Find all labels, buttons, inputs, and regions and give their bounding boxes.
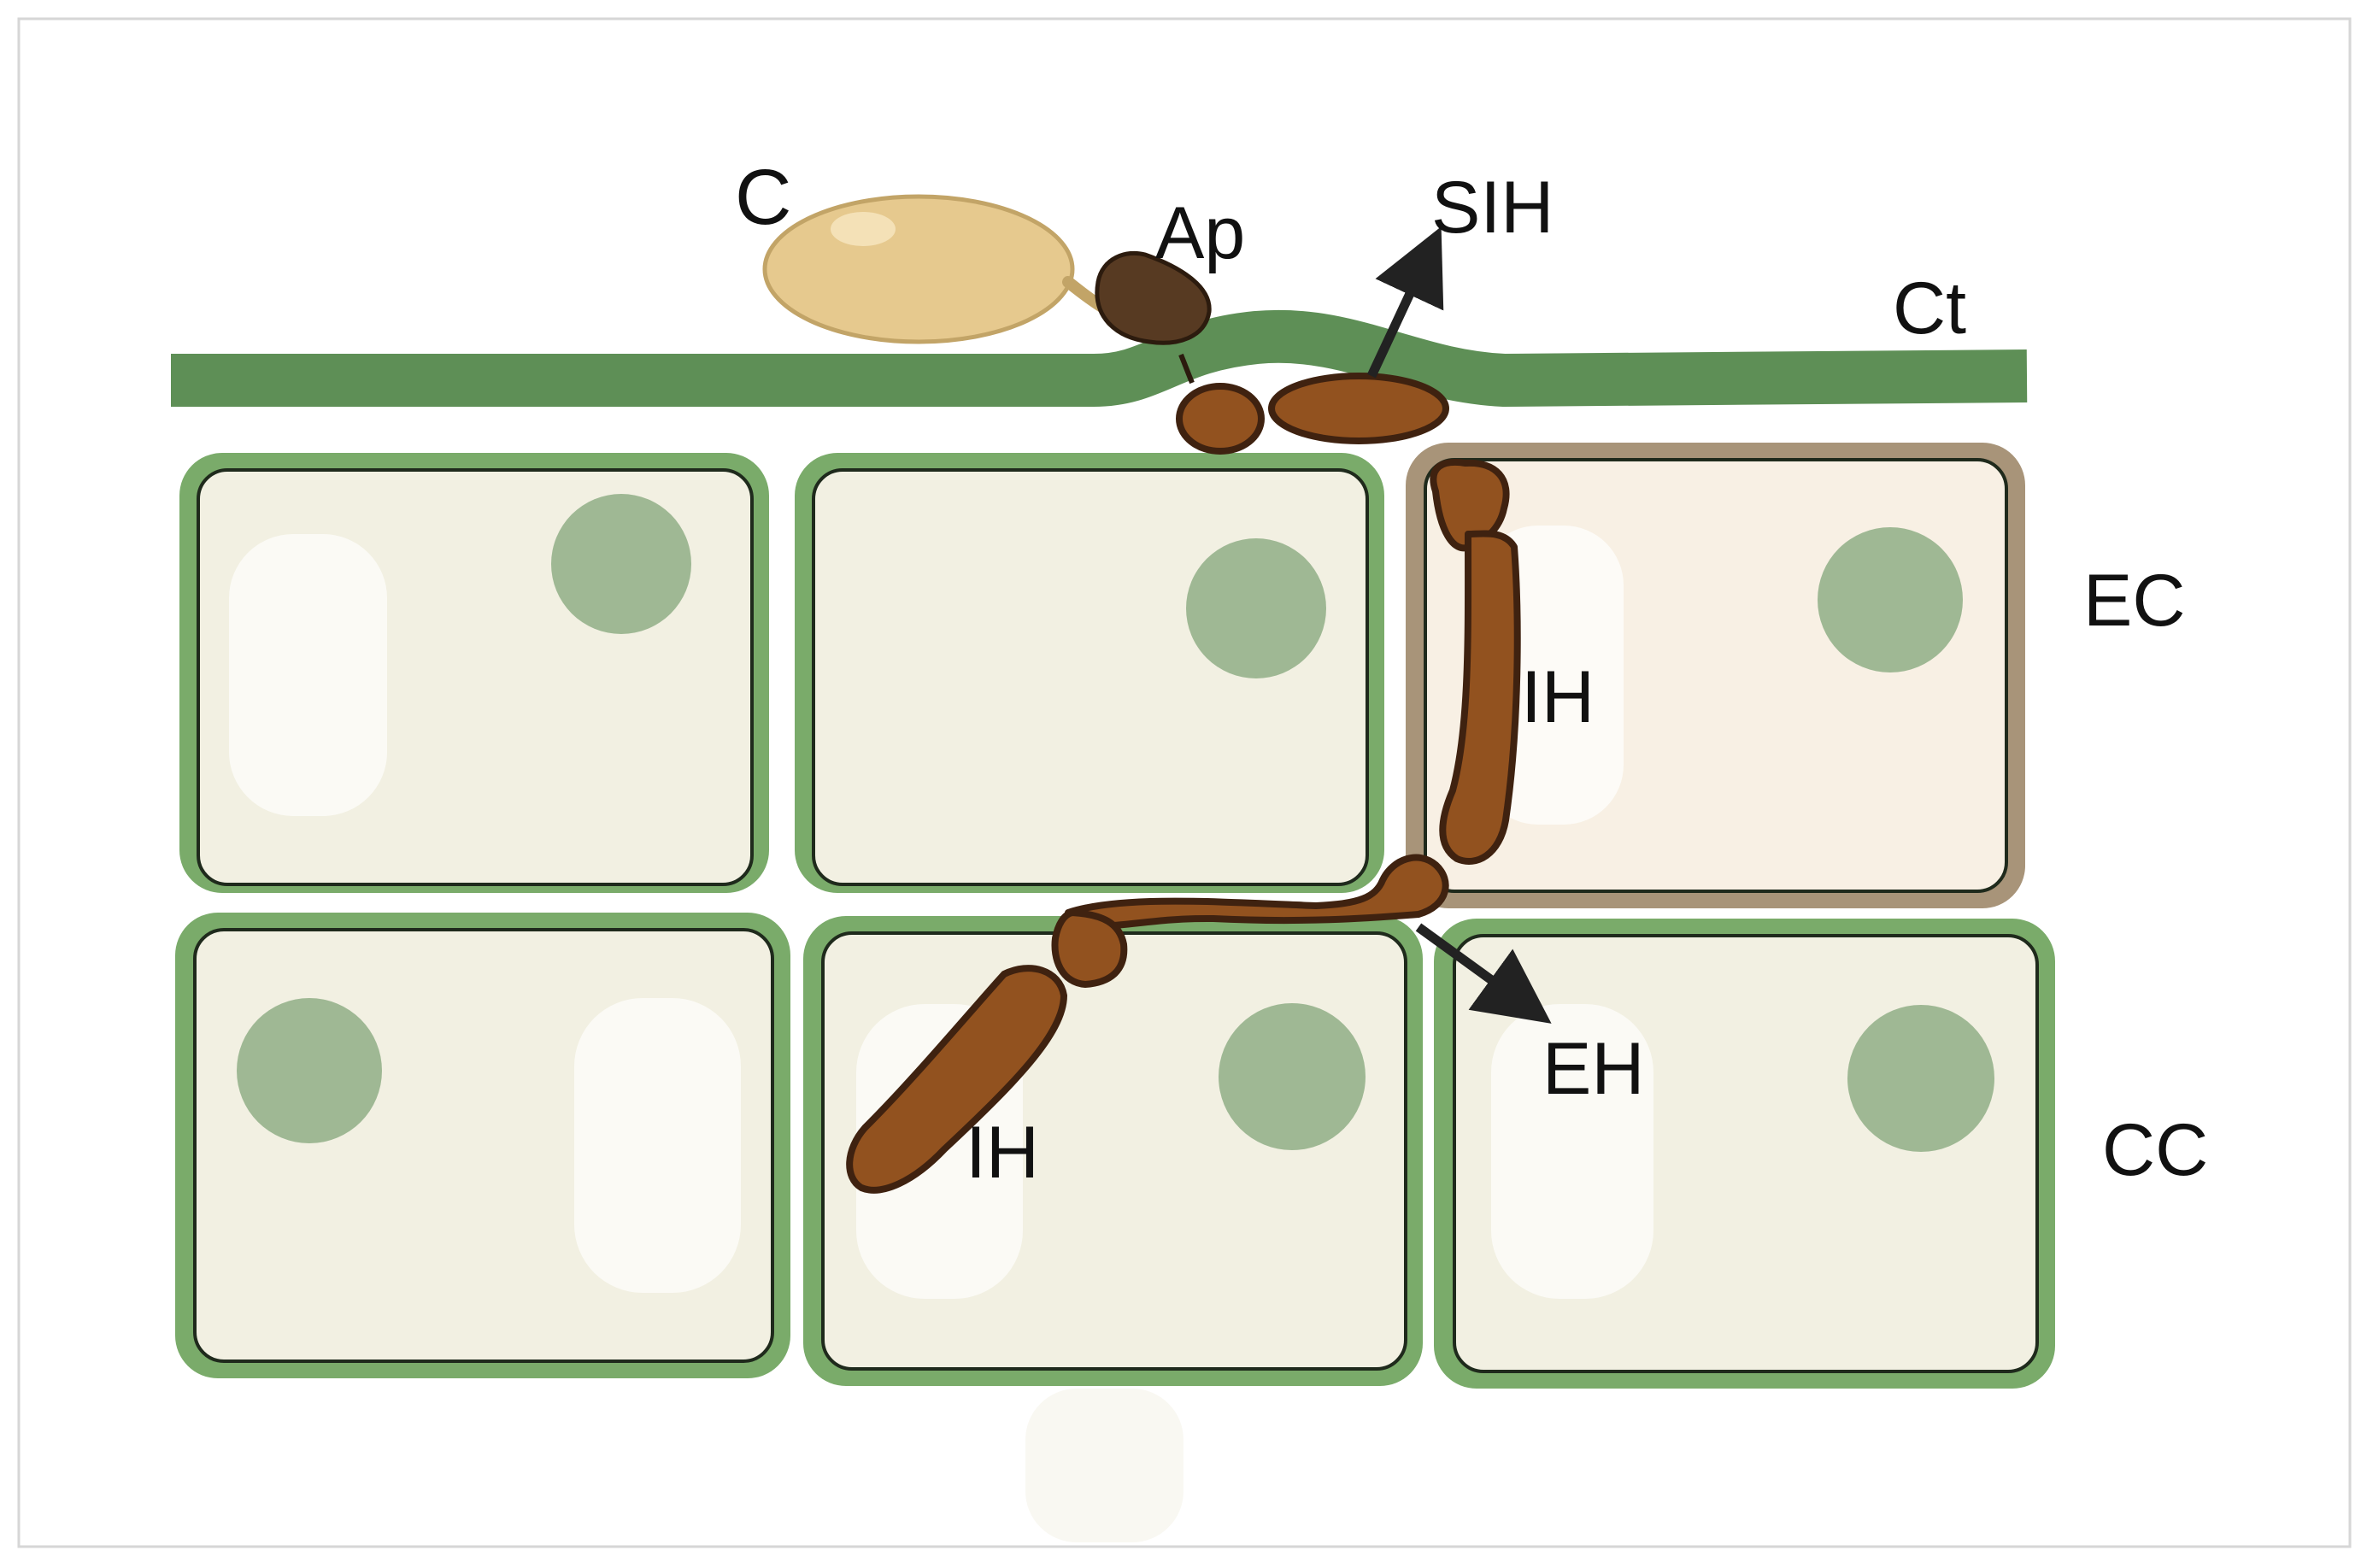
epidermal-cell-2 xyxy=(795,453,1384,893)
label-cortical-cells: CC xyxy=(2102,1109,2208,1191)
epidermal-cell-infected xyxy=(1406,443,2025,908)
label-extracellular-hyphae: EH xyxy=(1542,1028,1644,1110)
nucleus xyxy=(1818,527,1963,672)
eh-arrow xyxy=(1415,923,1552,1024)
hyphae xyxy=(846,373,1521,1194)
nucleus xyxy=(237,998,382,1143)
vacuole xyxy=(1025,1389,1184,1542)
label-conidium: C xyxy=(735,154,791,241)
label-cuticle: Ct xyxy=(1893,267,1966,349)
label-subcuticular-hyphae: SIH xyxy=(1431,167,1554,249)
cortical-cell-1 xyxy=(175,913,790,1378)
sih-arrow xyxy=(1367,226,1444,379)
hyphal-bulb xyxy=(1268,373,1449,444)
appressorium xyxy=(1095,250,1212,345)
vacuole xyxy=(574,998,741,1293)
label-invasive-hyphae-cortical: IH xyxy=(966,1112,1039,1194)
vacuole xyxy=(229,534,387,816)
conidium xyxy=(762,194,1075,344)
penetration-peg xyxy=(1178,353,1195,385)
label-epidermal-cells: EC xyxy=(2083,560,2185,642)
vacuole xyxy=(1491,1004,1653,1299)
hyphal-bulb xyxy=(1176,383,1265,455)
nucleus xyxy=(1219,1003,1366,1150)
hyphal-segment xyxy=(1051,909,1128,988)
nucleus xyxy=(1186,538,1326,678)
hyphal-segment xyxy=(846,965,1067,1194)
cortical-cell-3 xyxy=(1434,919,2055,1389)
cuticle-layer xyxy=(171,309,2028,407)
hyphal-segment xyxy=(1439,530,1521,865)
hyphal-segment xyxy=(1065,854,1449,930)
nucleus xyxy=(1847,1005,1994,1152)
hyphal-segment xyxy=(1430,459,1510,552)
label-invasive-hyphae-epidermal: IH xyxy=(1521,656,1595,738)
epidermal-cell-1 xyxy=(179,453,769,893)
nucleus xyxy=(551,494,691,634)
label-appressorium: Ap xyxy=(1155,192,1245,274)
